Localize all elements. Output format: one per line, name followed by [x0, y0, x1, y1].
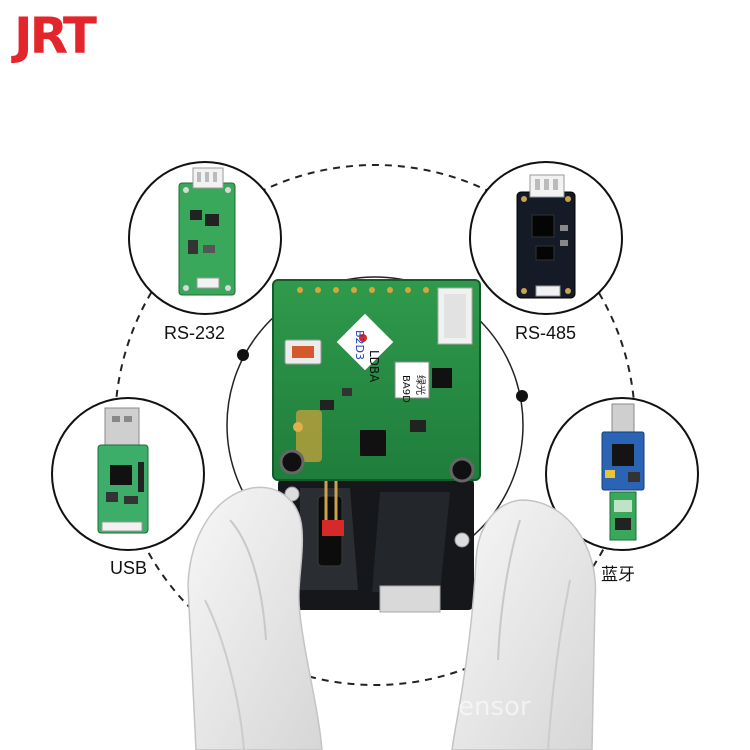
rs485-module-inset — [469, 161, 623, 315]
label-bluetooth: 蓝牙 — [601, 565, 635, 585]
brand-logo: JRT — [14, 7, 97, 65]
module-marking-2: B2D3 — [353, 330, 366, 360]
watermark-text: ensor — [458, 692, 531, 722]
bluetooth-module-inset — [545, 397, 699, 551]
label-usb: USB — [110, 558, 148, 578]
connector-dot-right — [516, 390, 528, 402]
main-laser-module: LDBA B2D3 BA9D 绿光 — [272, 279, 481, 613]
left-gloved-hand — [187, 486, 323, 750]
usb-module-inset — [51, 397, 205, 551]
connector-dot-left — [237, 349, 249, 361]
rs232-module-inset — [128, 161, 282, 315]
module-marking-4: 绿光 — [414, 375, 427, 395]
module-marking-1: LDBA — [367, 350, 381, 383]
label-rs232: RS-232 — [164, 323, 226, 343]
module-marking-3: BA9D — [400, 375, 411, 403]
right-gloved-hand — [451, 499, 597, 750]
label-rs485: RS-485 — [515, 323, 577, 343]
